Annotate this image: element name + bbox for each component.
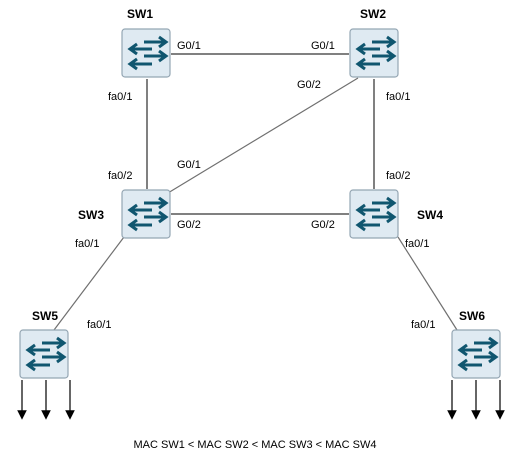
link-sw2-sw3	[162, 77, 359, 197]
port-label-sw1-fa01: fa0/1	[108, 91, 132, 103]
port-label-sw2-g02: G0/2	[297, 79, 321, 91]
port-label-sw4-g02: G0/2	[311, 219, 335, 231]
port-label-sw5-fa01: fa0/1	[87, 319, 111, 331]
switch-sw4	[349, 189, 399, 239]
port-label-sw4-fa02: fa0/2	[386, 170, 410, 182]
port-label-sw2-fa01: fa0/1	[386, 91, 410, 103]
sw6-host-arrows	[447, 380, 505, 420]
sw5-label: SW5	[32, 309, 58, 323]
port-label-sw3-g01: G0/1	[177, 159, 201, 171]
sw4-label: SW4	[417, 208, 443, 222]
sw6-label: SW6	[459, 309, 485, 323]
port-label-sw3-fa01: fa0/1	[75, 238, 99, 250]
port-label-sw3-fa02: fa0/2	[108, 170, 132, 182]
switch-sw6	[451, 329, 501, 379]
switch-sw2	[349, 28, 399, 78]
switch-sw5	[19, 329, 69, 379]
mac-order-note: MAC SW1 < MAC SW2 < MAC SW3 < MAC SW4	[134, 439, 377, 451]
sw2-label: SW2	[360, 7, 386, 21]
switch-sw1	[121, 28, 171, 78]
link-sw4-sw6	[397, 236, 458, 331]
switch-sw3	[121, 189, 171, 239]
link-sw3-sw5	[53, 236, 125, 331]
sw5-host-arrows	[17, 380, 75, 420]
port-label-sw6-fa01: fa0/1	[411, 319, 435, 331]
port-label-sw3-g02: G0/2	[177, 219, 201, 231]
sw1-label: SW1	[127, 7, 153, 21]
port-label-sw1-g01: G0/1	[177, 40, 201, 52]
sw3-label: SW3	[78, 208, 104, 222]
port-label-sw4-fa01: fa0/1	[405, 238, 429, 250]
port-label-sw2-g01: G0/1	[311, 40, 335, 52]
